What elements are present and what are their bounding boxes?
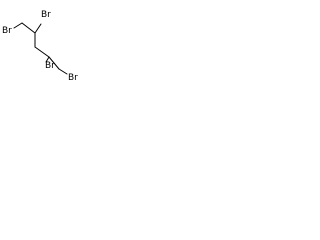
atom-label-br-mid-right: Br [45, 61, 55, 71]
bond-c3-c4 [34, 46, 50, 58]
atom-label-br-top: Br [41, 10, 51, 20]
bond-c5-br-bottom-right [58, 68, 68, 75]
bond-c1-c2 [21, 22, 36, 34]
atom-label-br-top-left: Br [2, 26, 12, 36]
bond-c4-c5 [48, 56, 60, 70]
atom-label-br-bottom-right: Br [68, 73, 78, 82]
molecule-structure: Br Br Br Br [2, 10, 78, 82]
bond-c1-br-top-left [13, 22, 23, 29]
bond-c2-br-top [34, 23, 42, 34]
bond-c4-br-mid-right [45, 56, 50, 63]
